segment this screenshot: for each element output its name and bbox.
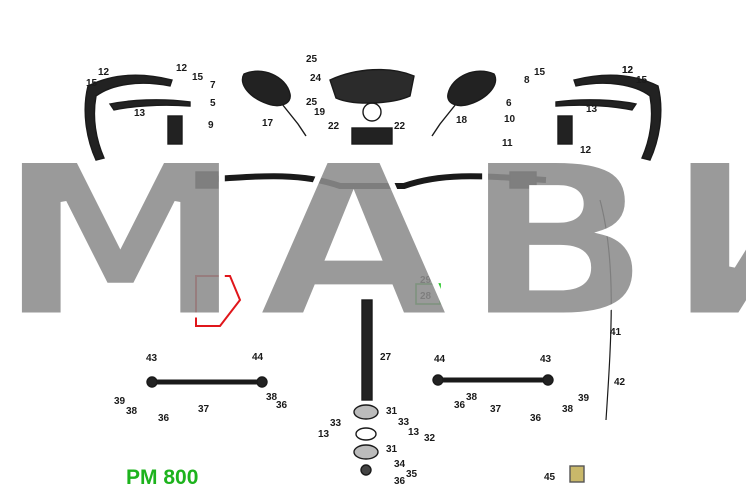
callout-15b: 15: [192, 72, 204, 83]
handlebar: [199, 173, 547, 189]
callout-32: 32: [424, 433, 436, 444]
callout-5: 5: [210, 98, 216, 109]
callout-19: 19: [314, 107, 326, 118]
right-guard-clamp: [557, 115, 573, 145]
callout-31a: 31: [386, 406, 398, 417]
callout-11: 11: [502, 138, 513, 149]
callout-13a: 13: [134, 108, 146, 119]
left-mirror-stem: [281, 103, 307, 137]
callout-12a: 12: [98, 67, 110, 78]
right-tie-rod-end-b: [542, 374, 554, 386]
steering-bearing-highlight: [415, 283, 441, 305]
handlebar-top-clamp: [351, 127, 393, 145]
right-grip: [509, 171, 537, 189]
callout-12d: 12: [622, 65, 634, 76]
callout-41: 41: [610, 327, 622, 338]
left-hand-guard: [84, 74, 173, 161]
callout-8: 8: [524, 75, 530, 86]
callout-28: 28: [420, 291, 432, 302]
model-name: PM 800: [126, 466, 199, 489]
left-mirror: [241, 70, 291, 107]
callout-12b: 12: [176, 63, 188, 74]
callout-15a: 15: [86, 78, 98, 89]
callout-13b: 13: [586, 104, 598, 115]
right-guard-bracket: [555, 99, 638, 111]
callout-13c: 13: [318, 429, 330, 440]
part-drawings: [84, 68, 662, 483]
steering-column: [361, 299, 373, 401]
callout-38d: 38: [562, 404, 574, 415]
callout-36e: 36: [394, 476, 406, 487]
callout-7: 7: [210, 80, 216, 91]
callout-38a: 38: [126, 406, 138, 417]
callout-15c: 15: [534, 67, 546, 78]
red-bracket: [195, 275, 242, 327]
callout-44b: 44: [434, 354, 446, 365]
speedometer-gear: [362, 102, 382, 122]
throttle-cable: [599, 199, 612, 421]
right-mirror-stem: [431, 103, 457, 137]
callout-37b: 37: [490, 404, 502, 415]
callout-35: 35: [406, 469, 418, 480]
callout-43b: 43: [540, 354, 552, 365]
left-tie-rod-end-a: [146, 376, 158, 388]
callout-13d: 13: [408, 427, 420, 438]
nut: [360, 464, 372, 476]
callout-33a: 33: [330, 418, 342, 429]
callout-37a: 37: [198, 404, 210, 415]
callout-36d: 36: [530, 413, 542, 424]
bearing-plate-middle: [355, 427, 377, 441]
callout-43a: 43: [146, 353, 158, 364]
callout-24: 24: [310, 73, 322, 84]
callout-33b: 33: [398, 417, 410, 428]
callout-15d: 15: [636, 75, 648, 86]
callout-12e: 12: [580, 145, 592, 156]
callout-31b: 31: [386, 444, 398, 455]
callout-44a: 44: [252, 352, 264, 363]
callout-39b: 39: [578, 393, 590, 404]
callout-22a: 22: [328, 121, 340, 132]
callout-12c: 12: [622, 65, 634, 76]
left-grip: [195, 171, 219, 189]
instrument-cover: [329, 68, 415, 104]
callout-38c: 38: [466, 392, 478, 403]
callout-10: 10: [504, 114, 516, 125]
callout-36a: 36: [158, 413, 170, 424]
left-guard-clamp: [167, 115, 183, 145]
callout-39a: 39: [114, 396, 126, 407]
callout-25a: 25: [306, 54, 318, 65]
right-tie-rod-end-a: [432, 374, 444, 386]
callout-17: 17: [262, 118, 274, 129]
right-hand-guard: [573, 74, 662, 161]
callout-42: 42: [614, 377, 626, 388]
callout-36b: 36: [276, 400, 288, 411]
left-tie-rod-end-b: [256, 376, 268, 388]
right-mirror: [447, 70, 497, 107]
callout-34: 34: [394, 459, 406, 470]
callout-36c: 36: [454, 400, 466, 411]
bearing-plate-lower: [353, 444, 379, 460]
callout-29: 29: [420, 275, 432, 286]
cotter-pin-45: [569, 465, 585, 483]
callout-45: 45: [544, 472, 556, 483]
callout-6: 6: [506, 98, 512, 109]
bearing-plate-upper: [353, 404, 379, 420]
callout-18: 18: [456, 115, 468, 126]
callout-25b: 25: [306, 97, 318, 108]
left-guard-bracket: [108, 99, 191, 111]
callout-38b: 38: [266, 392, 278, 403]
callout-9: 9: [208, 120, 214, 131]
callout-22b: 22: [394, 121, 406, 132]
callout-27: 27: [380, 352, 392, 363]
